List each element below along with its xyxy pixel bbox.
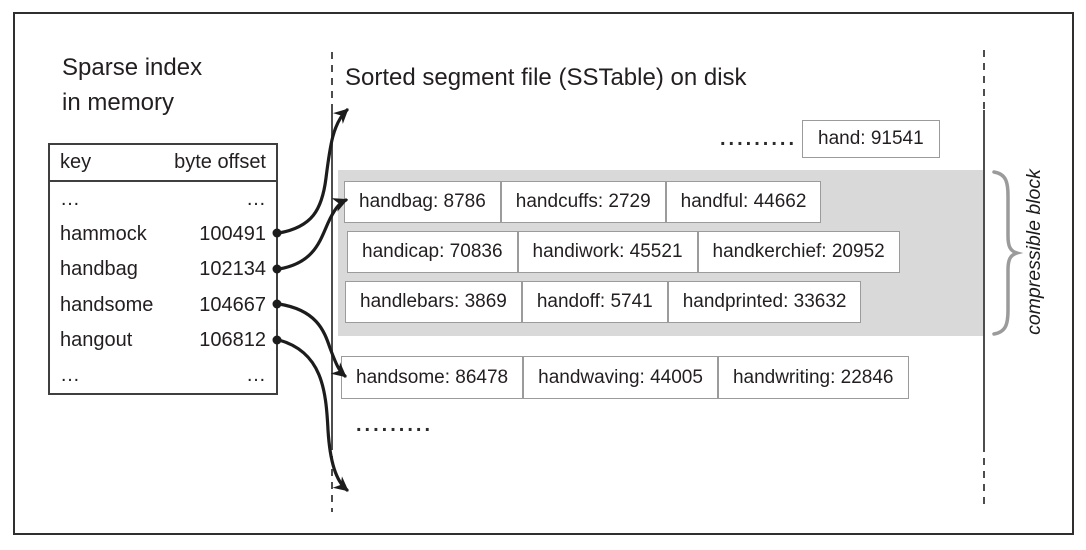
index-offset: 104667 xyxy=(199,293,266,316)
sstable-entry: handlebars: 3869 xyxy=(345,281,522,323)
sstable-title: Sorted segment file (SSTable) on disk xyxy=(345,64,747,91)
connection-dot xyxy=(272,335,282,345)
sstable-entry: handiwork: 45521 xyxy=(517,231,698,273)
lookup-arrow-4 xyxy=(277,338,349,492)
connection-dot xyxy=(272,264,282,274)
lookup-arrow-3 xyxy=(277,302,347,378)
sstable-entry: handcuffs: 2729 xyxy=(500,181,666,223)
sstable-entry: handwriting: 22846 xyxy=(717,356,909,399)
index-key: … xyxy=(60,363,80,386)
sstable-entry: handicap: 70836 xyxy=(347,231,518,273)
index-header-offset: byte offset xyxy=(174,151,266,173)
ellipsis-dots-bottom: ......... xyxy=(356,414,434,436)
sstable-entry: handoff: 5741 xyxy=(521,281,668,323)
sparse-index-title-line2: in memory xyxy=(62,89,175,116)
index-row: hammock 100491 xyxy=(50,217,276,252)
index-key: … xyxy=(60,188,80,211)
figure-frame xyxy=(13,12,1074,535)
index-key: hangout xyxy=(60,328,133,351)
index-key: hammock xyxy=(60,223,147,246)
connection-dot xyxy=(272,299,282,309)
index-offset: … xyxy=(246,188,266,211)
sstable-block-row-1: handbag: 8786 handcuffs: 2729 handful: 4… xyxy=(344,181,822,223)
sstable-block-row-2: handicap: 70836 handiwork: 45521 handker… xyxy=(347,231,900,273)
sparse-index-table: key byte offset … … hammock 100491 handb… xyxy=(48,143,278,395)
index-row: … … xyxy=(50,358,276,393)
index-offset: 100491 xyxy=(199,223,266,246)
ellipsis-dots-top: ......... xyxy=(719,128,797,150)
sstable-block-row-3: handlebars: 3869 handoff: 5741 handprint… xyxy=(345,281,862,323)
sstable-entry: handwaving: 44005 xyxy=(523,356,718,399)
index-header-key: key xyxy=(60,151,92,173)
index-header: key byte offset xyxy=(50,145,276,182)
sstable-entry: handbag: 8786 xyxy=(344,181,501,223)
curly-brace-icon xyxy=(992,170,1024,336)
sstable-entry: handsome: 86478 xyxy=(341,356,524,399)
lookup-arrow-2 xyxy=(277,198,349,271)
lookup-arrow-1 xyxy=(277,108,349,235)
sstable-entry-hand: hand: 91541 xyxy=(802,120,940,158)
index-row: hangout 106812 xyxy=(50,323,276,358)
index-row: handsome 104667 xyxy=(50,288,276,323)
sstable-entry: handful: 44662 xyxy=(665,181,822,223)
index-offset: 106812 xyxy=(199,328,266,351)
sparse-index-title: Sparse index in memory xyxy=(62,50,202,120)
sstable-row-handsome: handsome: 86478 handwaving: 44005 handwr… xyxy=(341,356,909,399)
sparse-index-title-line1: Sparse index xyxy=(62,54,203,81)
index-offset: 102134 xyxy=(199,258,266,281)
sstable-entry: handprinted: 33632 xyxy=(667,281,862,323)
index-key: handbag xyxy=(60,258,138,281)
index-row: handbag 102134 xyxy=(50,252,276,287)
compressible-block-label: compressible block xyxy=(1023,168,1045,335)
connection-dots xyxy=(272,228,282,345)
connection-dot xyxy=(272,228,282,238)
sstable-entry: handkerchief: 20952 xyxy=(697,231,900,273)
index-key: handsome xyxy=(60,293,154,316)
index-offset: … xyxy=(246,363,266,386)
index-row: … … xyxy=(50,182,276,217)
